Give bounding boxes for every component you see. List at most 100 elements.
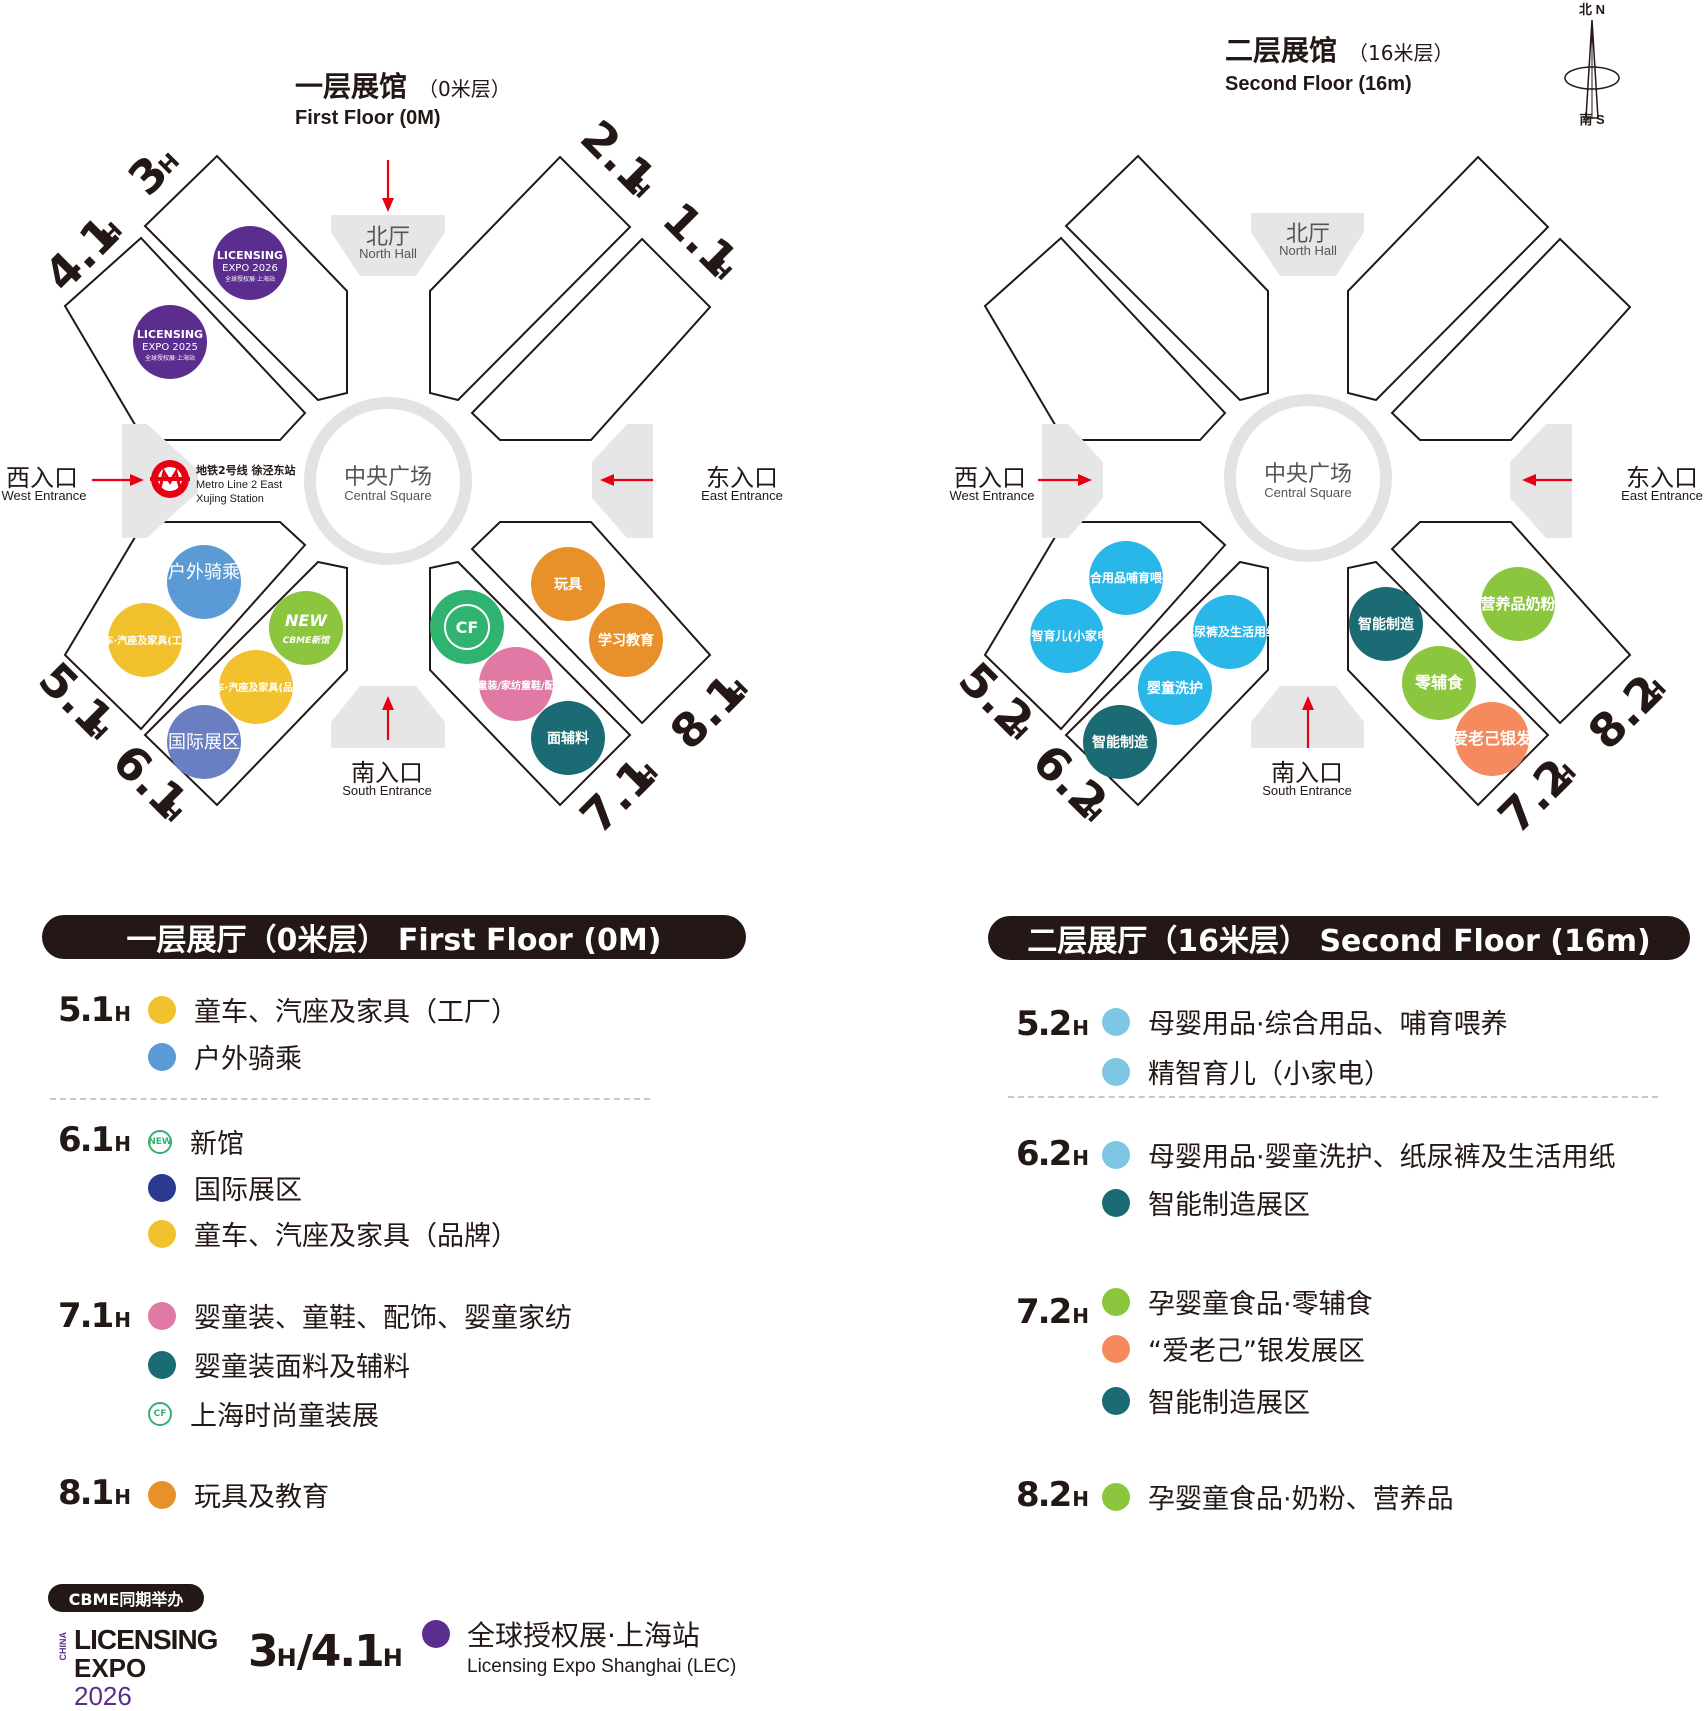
south-entrance-label: 南入口 xyxy=(351,759,423,787)
legend1-divider xyxy=(50,1098,650,1100)
north-arrowhead xyxy=(382,198,394,212)
f2-south-entrance-label: 南入口 xyxy=(1271,759,1343,787)
lec-circle-4-1h[interactable]: LICENSING EXPO 2025 全球授权展·上海站 xyxy=(133,305,207,379)
hall-f2-ne-a[interactable] xyxy=(1347,155,1550,402)
floor2-legend-banner: 二层展厅（16米层） Second Floor (16m) xyxy=(988,916,1690,960)
svg-text:户外骑乘: 户外骑乘 xyxy=(168,562,240,583)
svg-text:玩具: 玩具 xyxy=(554,577,582,593)
category-nutrition[interactable]: 营养品奶粉 xyxy=(1480,567,1556,641)
svg-text:智能制造: 智能制造 xyxy=(1091,734,1148,751)
svg-text:全球授权展·上海站: 全球授权展·上海站 xyxy=(225,275,275,283)
legend-item-diapers: 母婴用品·婴童洗护、纸尿裤及生活用纸 xyxy=(1102,1135,1616,1174)
category-diapers[interactable]: 纸尿裤及生活用纸 xyxy=(1182,595,1278,669)
north-hall-wedge xyxy=(331,215,445,276)
hall-2-1h[interactable] xyxy=(429,155,632,402)
category-fabrics[interactable]: 面辅料 xyxy=(531,701,605,775)
orange-dot-icon xyxy=(148,1480,176,1509)
f2-south-arrowhead xyxy=(1302,696,1314,710)
category-new-hall[interactable]: NEW CBME新馆 xyxy=(269,591,343,665)
central-square-label-en: Central Square xyxy=(344,488,431,503)
green-dot-icon xyxy=(1102,1482,1130,1511)
category-smart-mfg-7-2[interactable]: 智能制造 xyxy=(1349,587,1423,661)
category-feeding[interactable]: 综合用品哺育喂养 xyxy=(1078,541,1174,615)
floor2-title-sub: （16米层） xyxy=(1348,41,1453,65)
coral-dot-icon xyxy=(1102,1334,1130,1363)
compass-north-label: 北 N xyxy=(1579,2,1605,17)
west-arrowhead xyxy=(130,474,144,486)
legend-item-stroller-factory: 童车、汽座及家具（工厂） xyxy=(148,990,518,1029)
category-stroller-factory[interactable]: 童车·汽座及家具(工厂) xyxy=(94,603,197,677)
lightblue-dot-icon xyxy=(1102,1007,1130,1036)
category-baby-care[interactable]: 婴童洗护 xyxy=(1138,651,1212,725)
yellow-dot-icon xyxy=(148,995,176,1024)
f2-west-entrance-label: 西入口 xyxy=(954,464,1026,492)
metro-label-en1: Metro Line 2 East xyxy=(196,479,282,491)
category-silver[interactable]: 爱老己银发 xyxy=(1452,702,1533,776)
legend-item-outdoor: 户外骑乘 xyxy=(148,1037,302,1076)
category-stroller-brand[interactable]: 童车·汽座及家具(品牌) xyxy=(205,650,308,724)
svg-text:NEW: NEW xyxy=(285,611,328,630)
floor2-title-en: Second Floor (16m) xyxy=(1225,73,1412,95)
svg-text:面辅料: 面辅料 xyxy=(547,730,589,747)
svg-text:零辅食: 零辅食 xyxy=(1414,673,1464,692)
legend-item-feeding: 母婴用品·综合用品、哺育喂养 xyxy=(1102,1002,1508,1041)
svg-text:营养品奶粉: 营养品奶粉 xyxy=(1480,595,1555,613)
hall-f2-nw-b[interactable] xyxy=(983,236,1227,441)
category-apparel[interactable]: 婴童装/家纺童鞋/配饰 xyxy=(467,647,565,721)
f2-north-hall-label-en: North Hall xyxy=(1279,243,1337,258)
svg-text:纸尿裤及生活用纸: 纸尿裤及生活用纸 xyxy=(1182,624,1278,639)
legend-item-snacks: 孕婴童食品·零辅食 xyxy=(1102,1282,1373,1321)
legend-item-smart-mfg-7-2: 智能制造展区 xyxy=(1102,1381,1310,1420)
legend-item-fabrics: 婴童装面料及辅料 xyxy=(148,1345,410,1384)
svg-text:婴童洗护: 婴童洗护 xyxy=(1147,680,1203,697)
f2-east-entrance-label: 东入口 xyxy=(1626,464,1698,492)
central-square-label: 中央广场 xyxy=(344,465,432,490)
category-outdoor-riding[interactable]: 户外骑乘 xyxy=(167,545,241,619)
floor1-legend-banner: 一层展厅（0米层） First Floor (0M) xyxy=(42,915,746,959)
south-arrowhead xyxy=(382,696,394,710)
f2-west-entrance-label-en: West Entrance xyxy=(949,488,1034,503)
north-hall-label-en: North Hall xyxy=(359,246,417,261)
hall-5-1h[interactable] xyxy=(63,521,307,731)
svg-text:婴童装/家纺童鞋/配饰: 婴童装/家纺童鞋/配饰 xyxy=(467,679,564,692)
legend-item-smart-parenting: 精智育儿（小家电） xyxy=(1102,1052,1391,1091)
west-entrance-label: 西入口 xyxy=(6,464,78,492)
f2-central-square-label: 中央广场 xyxy=(1264,462,1352,487)
svg-text:精智育儿(小家电): 精智育儿(小家电) xyxy=(1020,628,1115,643)
licensing-expo-logo: CHINA LICENSING EXPO 2026 xyxy=(58,1624,218,1711)
east-entrance-label-en: East Entrance xyxy=(701,488,783,503)
yellow-dot-icon xyxy=(148,1219,176,1248)
lec-circle-3h[interactable]: LICENSING EXPO 2026 全球授权展·上海站 xyxy=(213,226,287,300)
legend-item-smart-mfg-6-2: 智能制造展区 xyxy=(1102,1183,1310,1222)
f2-south-entrance-label-en: South Entrance xyxy=(1262,783,1352,798)
venue-map: 一层展馆 （0米层） First Floor (0M) 中央广场 Central… xyxy=(1,2,1702,844)
cbme-concurrent-tag: CBME同期举办 xyxy=(48,1584,204,1612)
cf-logo-icon: CF xyxy=(148,1401,172,1426)
lec-title: 全球授权展·上海站 xyxy=(467,1619,700,1652)
category-smart-parenting[interactable]: 精智育儿(小家电) xyxy=(1020,599,1115,673)
hall-5-2h[interactable] xyxy=(983,521,1227,731)
category-smart-mfg-6-2[interactable]: 智能制造 xyxy=(1083,705,1157,779)
hall-8-1h[interactable] xyxy=(470,521,712,725)
f2-west-arrowhead xyxy=(1078,474,1092,486)
legend2-divider xyxy=(1008,1096,1658,1098)
compass-icon xyxy=(1564,19,1620,119)
hall-f2-nw-a[interactable] xyxy=(1064,154,1269,402)
hall-1-1h[interactable] xyxy=(470,237,712,441)
navy-dot-icon xyxy=(148,1173,176,1202)
category-toys[interactable]: 玩具 xyxy=(531,547,605,621)
category-education[interactable]: 学习教育 xyxy=(589,603,663,677)
category-cf-fashion[interactable]: CF xyxy=(430,590,504,664)
hall-f2-ne-b[interactable] xyxy=(1390,237,1632,441)
category-international[interactable]: 国际展区 xyxy=(167,705,241,779)
category-snacks[interactable]: 零辅食 xyxy=(1402,646,1476,720)
svg-text:综合用品哺育喂养: 综合用品哺育喂养 xyxy=(1078,570,1174,585)
legend-item-silver: “爱老己”银发展区 xyxy=(1102,1329,1365,1368)
